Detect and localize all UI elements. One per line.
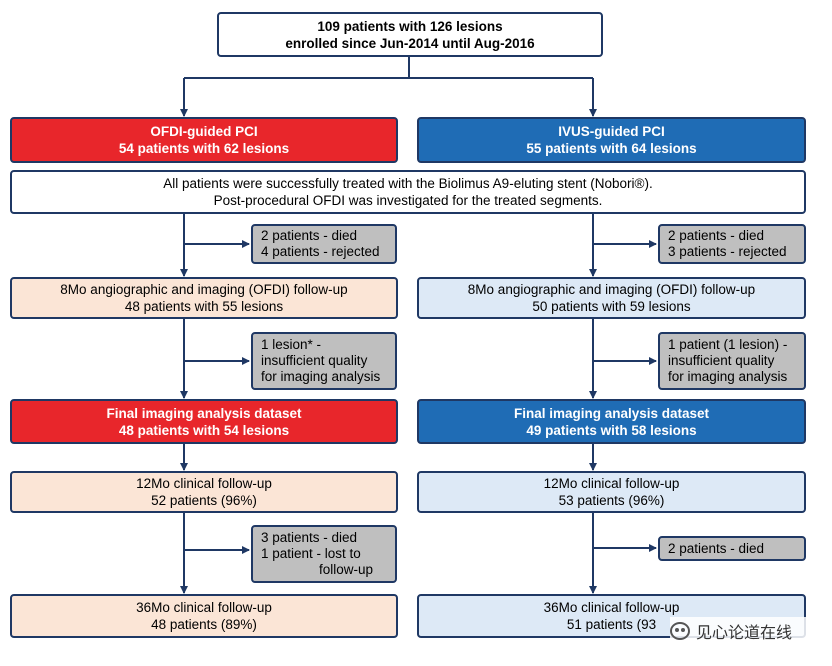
ofdi-exclusion-2: 1 lesion* - insufficient quality for ima… — [251, 332, 397, 390]
ofdi-8mo-line1: 8Mo angiographic and imaging (OFDI) foll… — [60, 282, 348, 297]
ivus-36mo-line2: 51 patients (93 — [566, 617, 657, 632]
ofdi-excl3-line2: 1 patient - lost to — [261, 546, 361, 561]
ofdi-12mo-line2: 52 patients (96%) — [151, 493, 257, 508]
treatment-line1: All patients were successfully treated w… — [163, 176, 653, 191]
ofdi-subtitle: 54 patients with 62 lesions — [118, 141, 290, 156]
ofdi-final-dataset-box: Final imaging analysis dataset 48 patien… — [10, 399, 398, 444]
ivus-excl2-line1: 1 patient (1 lesion) - — [668, 337, 788, 352]
ivus-group-box: IVUS-guided PCI 55 patients with 64 lesi… — [417, 117, 806, 163]
ofdi-excl1-line1: 2 patients - died — [261, 228, 358, 243]
ivus-subtitle: 55 patients with 64 lesions — [526, 141, 697, 156]
ivus-exclusion-1: 2 patients - died 3 patients - rejected — [658, 224, 806, 264]
ivus-8mo-line1: 8Mo angiographic and imaging (OFDI) foll… — [467, 282, 756, 297]
ivus-36mo-followup-box: 36Mo clinical follow-up 51 patients (93 — [417, 594, 806, 638]
treatment-line2: Post-procedural OFDI was investigated fo… — [213, 193, 603, 208]
ofdi-title: OFDI-guided PCI — [150, 124, 258, 139]
ofdi-excl1-line2: 4 patients - rejected — [261, 244, 380, 259]
ivus-12mo-followup-box: 12Mo clinical follow-up 53 patients (96%… — [417, 471, 806, 513]
ivus-12mo-line1: 12Mo clinical follow-up — [543, 476, 680, 491]
ofdi-excl3-line3: follow-up — [319, 562, 374, 577]
ofdi-excl2-line1: 1 lesion* - — [261, 337, 322, 352]
enrolled-line2: enrolled since Jun-2014 until Aug-2016 — [285, 35, 535, 51]
ofdi-12mo-line1: 12Mo clinical follow-up — [136, 476, 272, 491]
ivus-exclusion-2: 1 patient (1 lesion) - insufficient qual… — [658, 332, 806, 390]
ivus-exclusion-3: 2 patients - died — [658, 536, 806, 561]
ivus-excl1-line1: 2 patients - died — [668, 228, 765, 243]
ivus-12mo-line2: 53 patients (96%) — [558, 493, 665, 508]
ofdi-group-box: OFDI-guided PCI 54 patients with 62 lesi… — [10, 117, 398, 163]
wechat-icon — [670, 622, 690, 640]
ofdi-excl2-line3: for imaging analysis — [261, 369, 381, 384]
ivus-36mo-line1: 36Mo clinical follow-up — [543, 600, 680, 615]
ofdi-final-line2: 48 patients with 54 lesions — [118, 422, 290, 438]
ofdi-8mo-followup-box: 8Mo angiographic and imaging (OFDI) foll… — [10, 277, 398, 319]
ivus-excl2-line3: for imaging analysis — [668, 369, 788, 384]
ofdi-36mo-followup-box: 36Mo clinical follow-up 48 patients (89%… — [10, 594, 398, 638]
ofdi-8mo-line2: 48 patients with 55 lesions — [124, 299, 284, 314]
ivus-final-line2: 49 patients with 58 lesions — [526, 422, 697, 438]
ivus-excl3-line1: 2 patients - died — [668, 540, 765, 556]
enrolled-box: 109 patients with 126 lesions enrolled s… — [217, 12, 603, 57]
ofdi-exclusion-3: 3 patients - died 1 patient - lost to fo… — [251, 525, 397, 583]
ivus-8mo-line2: 50 patients with 59 lesions — [532, 299, 691, 314]
enrolled-line1: 109 patients with 126 lesions — [317, 18, 503, 34]
ofdi-36mo-line1: 36Mo clinical follow-up — [136, 600, 272, 615]
watermark-text: 见心论道在线 — [696, 623, 793, 642]
ofdi-12mo-followup-box: 12Mo clinical follow-up 52 patients (96%… — [10, 471, 398, 513]
ivus-title: IVUS-guided PCI — [558, 124, 665, 139]
ivus-excl1-line2: 3 patients - rejected — [668, 244, 787, 259]
ofdi-excl3-line1: 3 patients - died — [261, 530, 358, 545]
ofdi-36mo-line2: 48 patients (89%) — [151, 617, 257, 632]
treatment-box: All patients were successfully treated w… — [10, 170, 806, 214]
ofdi-final-line1: Final imaging analysis dataset — [106, 405, 302, 421]
ivus-final-line1: Final imaging analysis dataset — [513, 405, 710, 421]
ofdi-exclusion-1: 2 patients - died 4 patients - rejected — [251, 224, 397, 264]
ofdi-excl2-line2: insufficient quality — [261, 353, 368, 368]
ivus-excl2-line2: insufficient quality — [668, 353, 775, 368]
watermark: 见心论道在线 — [670, 617, 830, 645]
ivus-8mo-followup-box: 8Mo angiographic and imaging (OFDI) foll… — [417, 277, 806, 319]
ivus-final-dataset-box: Final imaging analysis dataset 49 patien… — [417, 399, 806, 444]
